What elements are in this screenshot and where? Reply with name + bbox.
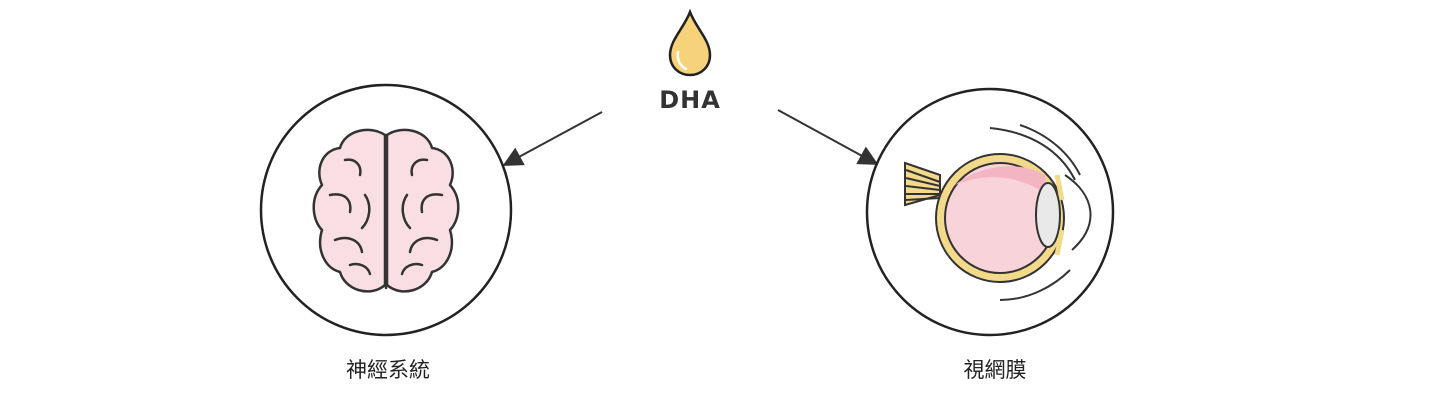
dha-label: DHA (659, 86, 721, 114)
nervous-system-label: 神經系統 (346, 358, 430, 382)
eye-icon (904, 124, 1092, 301)
brain-icon (312, 128, 460, 293)
arrow-to-retina (777, 109, 879, 165)
arrow-to-nervous-system (502, 111, 603, 166)
retina-label: 視網膜 (963, 358, 1027, 382)
oil-drop-icon (668, 8, 712, 77)
